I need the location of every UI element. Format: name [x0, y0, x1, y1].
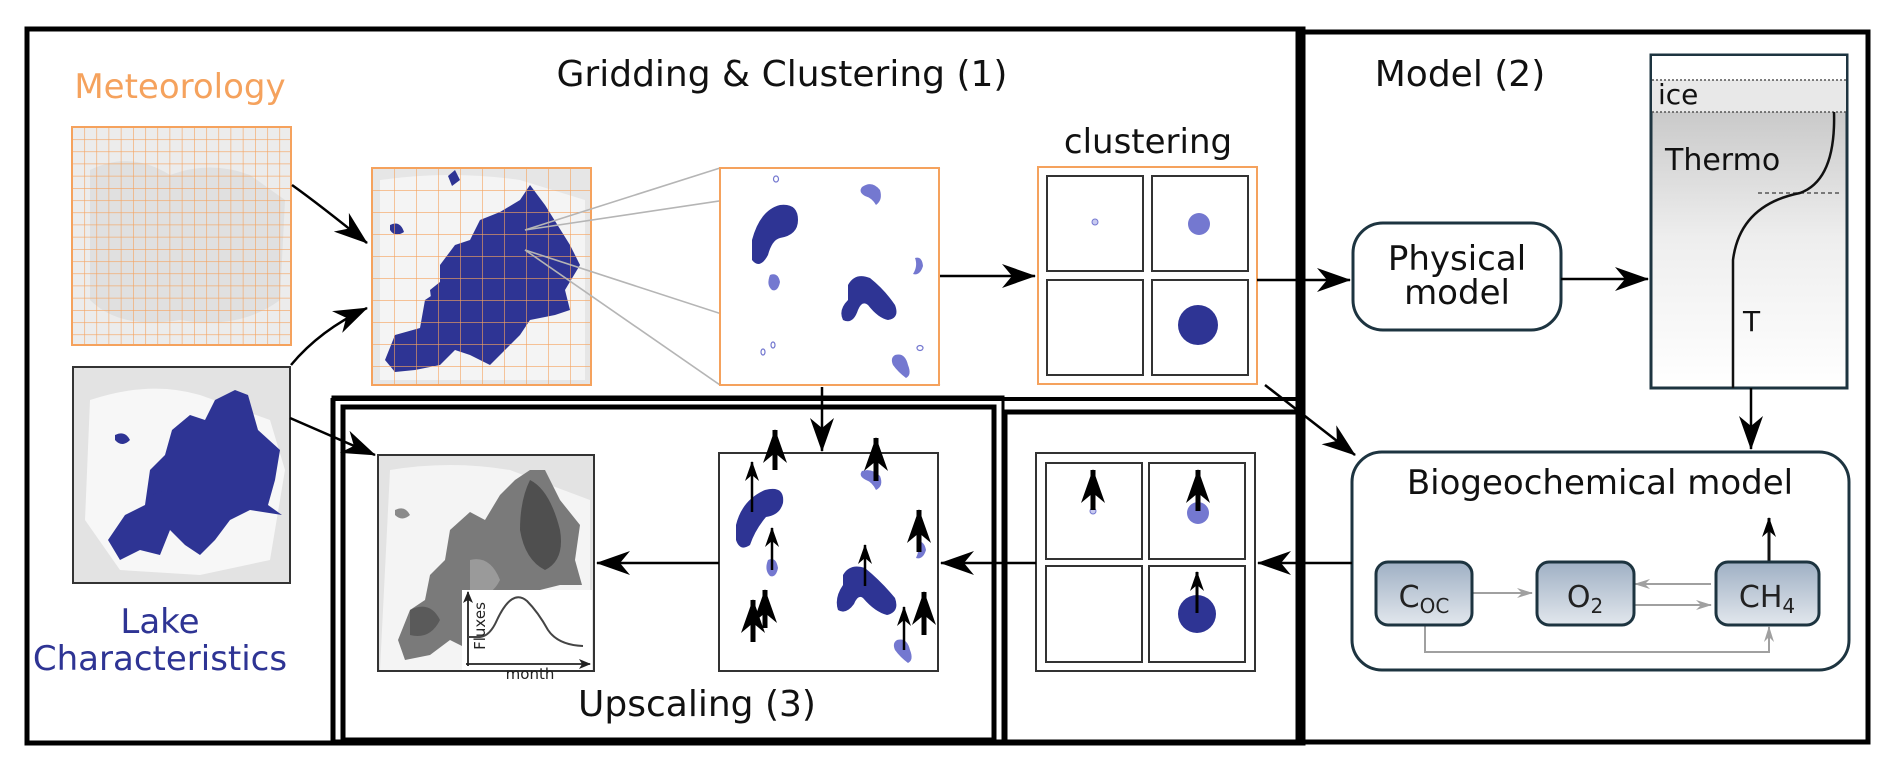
physical-model-line2: model	[1404, 273, 1510, 313]
lake-label-line1: Lake	[120, 602, 199, 642]
zoomed-lakes-view	[719, 167, 940, 386]
thermo-label: Thermo	[1664, 143, 1780, 178]
ice-label: ice	[1658, 78, 1698, 111]
temperature-profile-curve	[1731, 111, 1836, 388]
lake-temperature-column: ice Thermo T	[1649, 53, 1849, 390]
cluster-small	[1091, 218, 1099, 226]
flux-map: month Fluxes	[377, 454, 595, 683]
lake-to-fluxmap-arrow	[289, 416, 376, 457]
physical-model-line1: Physical	[1388, 239, 1526, 279]
physical-model-box: Physical model	[1351, 221, 1563, 332]
model-panel-title: Model (2)	[1375, 54, 1546, 95]
biogeochemical-title: Biogeochemical model	[1407, 463, 1793, 503]
o2-node	[1535, 560, 1636, 627]
cluster-large	[1178, 305, 1218, 345]
biogeochemical-model-box: Biogeochemical model COC O2 CH4	[1350, 450, 1851, 672]
cluster-medium	[1188, 213, 1210, 235]
o2-label: O2	[1567, 580, 1603, 618]
meteorology-grid-map	[71, 126, 292, 346]
coc-to-ch4-arrow	[1424, 625, 1774, 653]
ch4-node	[1714, 560, 1821, 627]
inset-ylabel: Fluxes	[471, 602, 489, 650]
clustering-label: clustering	[1064, 122, 1232, 162]
lake-to-grid-arrow	[290, 306, 368, 366]
coc-label: COC	[1399, 580, 1450, 618]
coc-node	[1374, 560, 1474, 627]
upscaled-lakes-view	[718, 429, 939, 672]
inset-xlabel: month	[506, 665, 555, 683]
temperature-label: T	[1742, 305, 1761, 338]
inset-flux-curve	[468, 596, 584, 647]
lake-characteristics-map	[72, 366, 291, 584]
ch4-label: CH4	[1739, 580, 1795, 618]
upscaling-panel-title: Upscaling (3)	[578, 684, 816, 725]
lake-label-line2: Characteristics	[33, 639, 287, 679]
panel-frames	[24, 26, 1871, 746]
flow-arrows	[289, 183, 1763, 575]
large-lake-2	[841, 276, 897, 322]
gridding-panel-frame	[24, 26, 1306, 746]
gridded-europe-map	[371, 167, 592, 386]
cluster-emissions-grid	[1035, 452, 1256, 672]
meteorology-to-grid-arrow	[291, 183, 368, 244]
gridding-panel-title: Gridding & Clustering (1)	[557, 54, 1008, 95]
clustering-grid	[1037, 166, 1258, 385]
clustering-to-biogeochem-arrow	[1264, 384, 1356, 456]
meteorology-label: Meteorology	[74, 67, 285, 107]
large-lake-1	[752, 204, 798, 264]
